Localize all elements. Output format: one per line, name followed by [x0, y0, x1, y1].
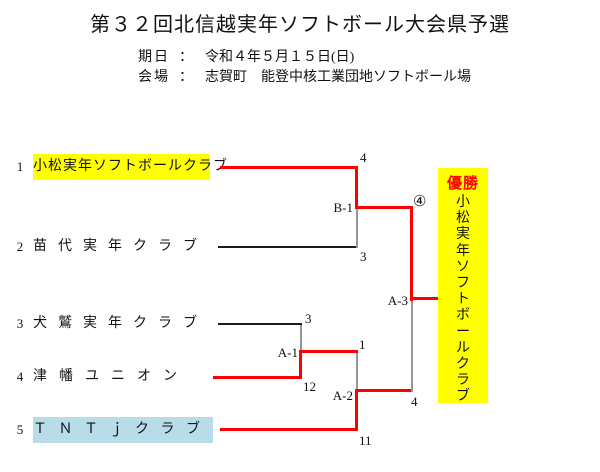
bracket-line-team5 [220, 428, 358, 431]
date-label: 期日 [138, 50, 170, 65]
champion-label: 優勝 [446, 176, 479, 192]
score-a2-top: 1 [359, 337, 366, 352]
bracket-exit-a2 [355, 389, 413, 392]
score-a1-bottom: 12 [303, 379, 316, 394]
team-name-nawashiro: 苗代実年クラブ [33, 239, 208, 254]
match-label-b1: B-1 [333, 200, 354, 215]
match-label-a2: A-2 [332, 388, 353, 403]
champion-team-name: 小松実年ソフトボールクラブ [456, 195, 470, 405]
score-a3-bottom: 4 [411, 394, 418, 409]
seed-number-2: 2 [16, 239, 24, 254]
team-name-tntj: ＴＮＴｊクラブ [33, 417, 213, 443]
bracket-exit-a1 [299, 350, 358, 353]
team-name-tsubata: 津幡ユニオン [33, 369, 189, 384]
bracket-line-team4 [213, 376, 302, 379]
match-label-a3: A-3 [387, 293, 408, 308]
seed-number-5: 5 [16, 422, 24, 437]
team-name-inuwashi: 犬鷲実年クラブ [33, 316, 208, 331]
bracket-exit-champion [410, 297, 438, 300]
score-a2-bottom: 11 [359, 433, 372, 448]
bracket-connector-a3-loser [411, 301, 413, 392]
venue-value: 志賀町 能登中核工業団地ソフトボール場 [205, 70, 471, 85]
team-name-komatsu: 小松実年ソフトボールクラブ [33, 154, 227, 180]
bracket-line-team1 [220, 166, 358, 169]
seed-number-4: 4 [16, 369, 24, 384]
page-title: 第３２回北信越実年ソフトボール大会県予選 [90, 14, 510, 36]
date-value: 令和４年５月１５日(日) [205, 50, 355, 65]
bracket-connector-a1-winner [299, 350, 302, 379]
venue-colon: ： [179, 70, 193, 85]
score-b1-top: 4 [360, 150, 367, 165]
bracket-connector-a2-loser [356, 353, 358, 390]
champion-box: 優勝 小松実年ソフトボールクラブ [438, 168, 488, 405]
score-a1-top: 3 [305, 311, 312, 326]
bracket-connector-b1-loser [356, 209, 358, 248]
score-b1-bottom: 3 [360, 249, 367, 264]
score-a3-top-circled: ④ [413, 194, 427, 210]
bracket-exit-b1 [355, 206, 413, 209]
match-label-a1: A-1 [277, 345, 298, 360]
seed-number-3: 3 [16, 316, 24, 331]
venue-label: 会場 [138, 70, 170, 85]
bracket-connector-b1-winner [355, 166, 358, 209]
date-colon: ： [179, 50, 193, 65]
bracket-line-team2 [218, 246, 358, 248]
seed-number-1: 1 [16, 159, 24, 174]
bracket-connector-a3-winner [410, 206, 413, 301]
bracket-connector-a2-winner [355, 389, 358, 431]
bracket-line-team3 [218, 323, 302, 325]
bracket-connector-a1-loser [300, 325, 302, 352]
